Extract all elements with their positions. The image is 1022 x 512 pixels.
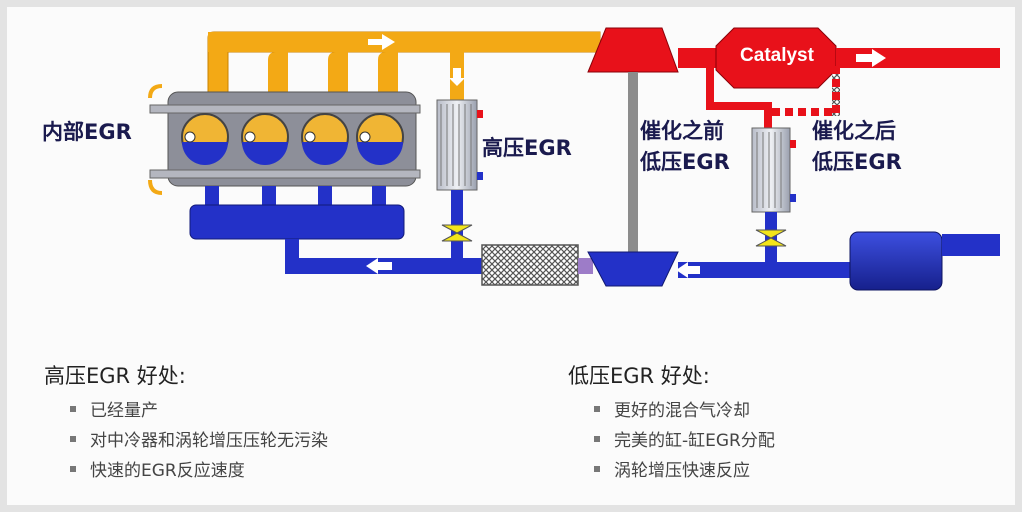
low-pressure-egr-cooler [751, 127, 796, 213]
intake-manifold [189, 186, 405, 240]
bullet-icon [594, 436, 600, 442]
high-pressure-egr-label: 高压EGR [482, 136, 572, 160]
post-catalyst-egr-label-line1: 催化之后 [812, 119, 896, 143]
bullet-icon [70, 436, 76, 442]
high-pressure-egr-valve [441, 224, 473, 242]
flow-arrow [368, 34, 395, 50]
list-item-text: 对中冷器和涡轮增压压轮无污染 [90, 431, 328, 451]
list-item-text: 已经量产 [90, 401, 158, 421]
high-pressure-benefits: 高压EGR 好处: 已经量产 对中冷器和涡轮增压压轮无污染 快速的EGR反应速度 [44, 362, 328, 486]
flow-arrow [366, 258, 392, 274]
list-item: 涡轮增压快速反应 [594, 456, 775, 486]
list-item-text: 更好的混合气冷却 [614, 401, 750, 421]
list-item-text: 涡轮增压快速反应 [614, 461, 750, 481]
catalyst-label: Catalyst [740, 45, 814, 66]
internal-egr-arrow-bottom [148, 179, 163, 195]
low-pressure-benefits: 低压EGR 好处: 更好的混合气冷却 完美的缸-缸EGR分配 涡轮增压快速反应 [568, 362, 775, 486]
intercooler [481, 244, 579, 286]
bullet-icon [594, 466, 600, 472]
list-item: 更好的混合气冷却 [594, 396, 775, 426]
engine-block [149, 91, 421, 187]
bullet-icon [70, 406, 76, 412]
list-item: 对中冷器和涡轮增压压轮无污染 [70, 426, 328, 456]
pre-catalyst-egr-label-line2: 低压EGR [640, 150, 730, 174]
list-item: 快速的EGR反应速度 [70, 456, 328, 486]
post-catalyst-egr-label-line2: 低压EGR [812, 150, 902, 174]
internal-egr-arrow-top [148, 84, 163, 99]
low-pressure-benefits-title: 低压EGR 好处: [568, 364, 710, 388]
air-filter [849, 231, 943, 291]
bullet-icon [594, 406, 600, 412]
internal-egr-label: 内部EGR [42, 120, 132, 144]
list-item: 完美的缸-缸EGR分配 [594, 426, 775, 456]
high-pressure-egr-cooler [436, 99, 483, 191]
catalyst [715, 27, 837, 89]
exhaust-manifold [207, 31, 601, 100]
flow-arrow [676, 262, 700, 278]
pre-catalyst-egr-label-line1: 催化之前 [640, 119, 724, 143]
list-item-text: 快速的EGR反应速度 [90, 461, 245, 481]
flow-arrow [449, 68, 465, 86]
list-item: 已经量产 [70, 396, 328, 426]
high-pressure-benefits-title: 高压EGR 好处: [44, 364, 186, 388]
flow-arrow [856, 49, 886, 67]
turbocharger [587, 27, 679, 287]
list-item-text: 完美的缸-缸EGR分配 [614, 431, 775, 451]
low-pressure-egr-valve [755, 229, 787, 247]
bullet-icon [70, 466, 76, 472]
